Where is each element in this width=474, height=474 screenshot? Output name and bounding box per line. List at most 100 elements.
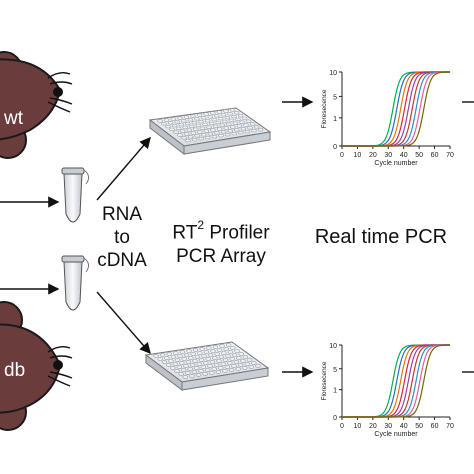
plate-well [212,124,219,128]
plate-well [248,365,255,369]
plate-well [215,120,221,125]
plate-well [249,122,256,126]
plate-well [170,355,177,359]
plate-well [183,353,190,357]
plate-well [200,365,207,369]
x-tick-label: 40 [400,152,408,159]
plate-well [187,367,193,371]
plate-well [179,350,186,354]
plate-well [202,122,208,127]
plate-well [204,118,211,123]
amplification-curve [342,71,450,147]
plate-well [239,120,245,124]
plate-well [224,115,231,120]
plate-well [207,132,214,136]
plate-well [251,361,257,365]
plate-well [207,115,213,119]
plate-well [244,362,250,366]
plate-well [179,361,185,365]
pcr-array-text: PCR Array [176,246,266,268]
plate-well [196,113,203,117]
plate-well [241,116,248,121]
plate-well [198,369,204,373]
x-tick-label: 40 [400,423,408,430]
mouse-db [0,301,73,431]
plate-well [237,363,244,367]
plate-well [204,368,211,372]
plate-well [189,363,196,367]
plate-well [227,350,234,354]
tube-top [61,167,90,223]
plate-well [216,110,223,114]
plate-well [177,133,183,137]
plate-well [194,355,201,359]
plate-well [216,127,223,131]
plate-well [180,368,187,372]
x-tick-label: 10 [354,152,362,159]
plate-well [207,364,213,368]
plate-well [206,125,212,129]
plate-well [243,123,249,127]
plate-well [185,371,191,375]
plate-well [205,357,211,361]
plate-well [183,115,190,119]
plate-well [199,347,205,351]
x-tick-label: 0 [340,423,344,430]
y-tick-label: 0 [333,144,337,151]
plate-well [240,127,247,131]
tube-bottom [61,255,90,311]
x-tick-label: 10 [354,423,362,430]
x-tick-label: 30 [384,152,392,159]
plate-well [192,348,199,352]
y-tick-label: 0 [333,415,337,422]
plate-well [235,117,241,122]
plate-well [257,127,264,132]
amplification-curve [342,344,450,418]
plate-well [209,360,216,364]
y-tick-label: 1 [333,116,337,123]
mouse-label-wt: wt [4,108,23,129]
amplification-curve [342,71,450,147]
plate-well [228,118,235,123]
plate-well [201,133,207,137]
plate-well [242,366,248,370]
plate-well [210,111,216,115]
plate-well [171,123,178,128]
plate-well [190,352,196,356]
plate-well [173,351,179,355]
x-tick-label: 20 [369,152,377,159]
rna-label: RNA [101,204,143,225]
amplification-curve [342,344,450,418]
plate-well [222,119,228,124]
plate-well [167,121,174,125]
plate-well [195,373,202,377]
amplification-curve [342,71,450,147]
y-tick-label: 5 [333,94,337,101]
plate-well [210,128,216,132]
plate-well [203,112,209,116]
plate-well [196,362,202,366]
x-tick-label: 70 [446,423,454,430]
plate-well [238,352,244,356]
amplification-curve [342,344,451,418]
plate-well [176,365,183,369]
plate-well [213,363,220,367]
amplification-curve [342,344,450,418]
plate-well [211,134,218,139]
plate-well [165,124,171,129]
plate-well [181,136,187,140]
plate-well [198,136,204,141]
plate-well [198,119,204,124]
amplification-curve [342,71,450,147]
plate-well [174,369,180,373]
plate-well [225,343,232,347]
y-tick-label: 5 [333,367,337,374]
plate-well [174,120,180,124]
plate-well [200,116,207,120]
amplification-curve [342,71,450,147]
plate-well [220,362,226,366]
plate-well [212,356,218,360]
y-axis-label: Floresecence [321,361,328,400]
plate-well [193,127,199,131]
